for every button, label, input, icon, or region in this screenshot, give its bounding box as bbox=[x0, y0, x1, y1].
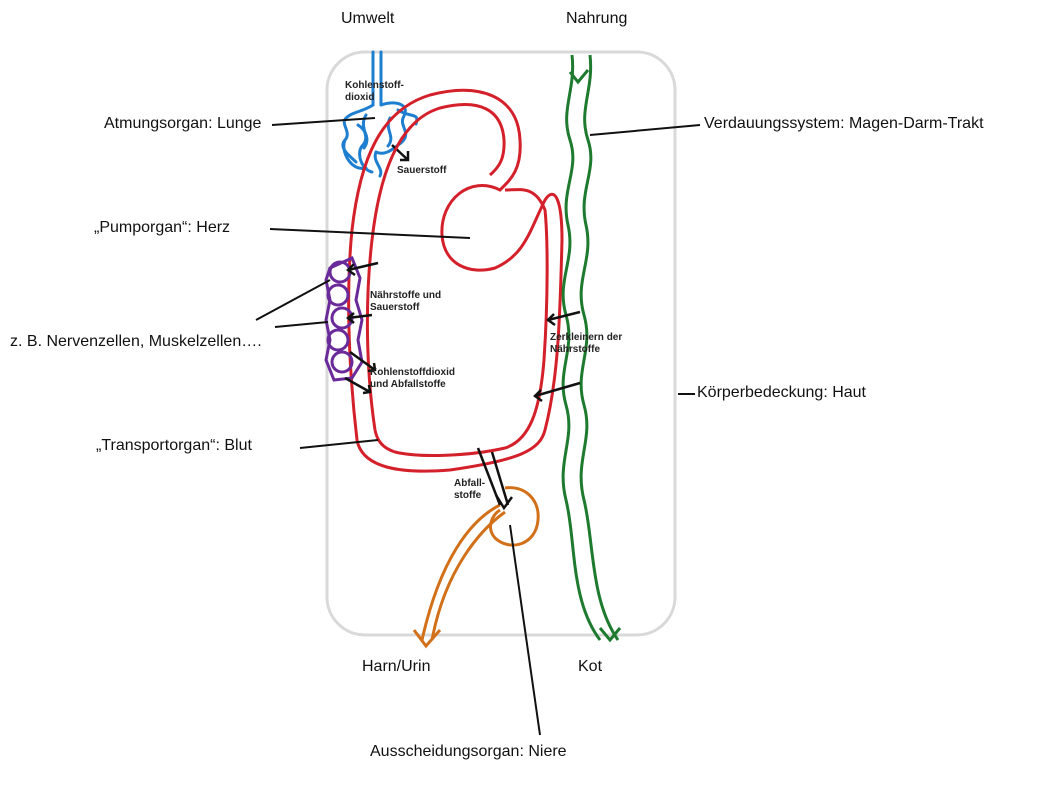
skin-outline bbox=[327, 52, 675, 635]
kidney-shape bbox=[422, 488, 538, 640]
nutrients-oxygen-label: Nährstoffe und Sauerstoff bbox=[370, 290, 441, 314]
cells-label: z. B. Nervenzellen, Muskelzellen…. bbox=[10, 333, 262, 351]
waste-label: Abfall- stoffe bbox=[454, 478, 485, 502]
blood-circulation bbox=[349, 90, 562, 471]
respiratory-organ-label: Atmungsorgan: Lunge bbox=[104, 115, 261, 133]
co2-top-label: Kohlenstoff- dioxid bbox=[345, 80, 404, 104]
environment-label: Umwelt bbox=[341, 10, 394, 28]
feces-label: Kot bbox=[578, 658, 602, 676]
food-label: Nahrung bbox=[566, 10, 627, 28]
transport-organ-label: „Transportorgan“: Blut bbox=[96, 437, 252, 455]
digestive-system-label: Verdauungssystem: Magen-Darm-Trakt bbox=[704, 115, 984, 133]
pump-organ-label: „Pumporgan“: Herz bbox=[94, 219, 230, 237]
crushing-nutrients-label: Zerkleinern der Nährstoffe bbox=[550, 332, 622, 356]
leader-lines bbox=[256, 118, 700, 735]
oxygen-label: Sauerstoff bbox=[397, 165, 446, 177]
body-cells bbox=[326, 258, 362, 380]
excretory-organ-label: Ausscheidungsorgan: Niere bbox=[370, 743, 567, 761]
co2-waste-label: Kohlenstoffdioxid und Abfallstoffe bbox=[370, 367, 455, 391]
urine-arrow-head bbox=[414, 630, 440, 646]
skin-label: Körperbedeckung: Haut bbox=[697, 384, 866, 402]
urine-label: Harn/Urin bbox=[362, 658, 430, 676]
